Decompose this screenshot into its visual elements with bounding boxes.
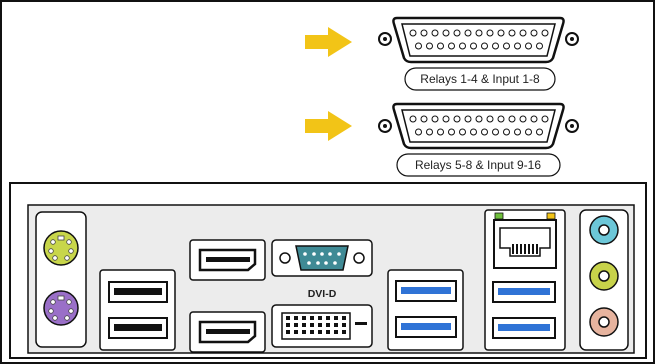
db25-connector-2: Relays 5-8 & Input 9-16 (305, 102, 579, 177)
pin (409, 29, 417, 37)
pin (409, 115, 417, 123)
pin (437, 128, 444, 136)
audio-jacks (579, 209, 629, 351)
arrow-icon (305, 27, 352, 57)
usb3-ports-left (387, 269, 464, 351)
pin (437, 42, 444, 50)
pin (318, 323, 322, 327)
connector-label-box (396, 153, 561, 177)
serial-port (271, 239, 373, 277)
usb2-ports (99, 269, 176, 351)
pin (442, 115, 450, 123)
pin (514, 128, 521, 136)
pin (503, 128, 510, 136)
pin (286, 330, 290, 334)
pin (492, 128, 499, 136)
pin (453, 29, 461, 37)
pin (302, 330, 306, 334)
pin (508, 115, 516, 123)
pin (420, 115, 428, 123)
pin (470, 128, 477, 136)
pin (442, 29, 450, 37)
connector-label-box (404, 67, 556, 91)
pin (286, 323, 290, 327)
pin (294, 330, 298, 334)
pin (486, 115, 494, 123)
pin (415, 128, 422, 136)
pin (530, 115, 538, 123)
pin (334, 323, 338, 327)
pin (318, 330, 322, 334)
pin (431, 29, 439, 37)
pin (294, 316, 298, 320)
pin (530, 29, 538, 37)
connector-label: Relays 1-4 & Input 1-8 (420, 72, 540, 86)
pin (302, 316, 306, 320)
pin (525, 128, 532, 136)
pin (464, 29, 472, 37)
pin (464, 115, 472, 123)
pin (492, 42, 499, 50)
pin (519, 29, 527, 37)
pin (459, 128, 466, 136)
db25-connector-1: Relays 1-4 & Input 1-8 (305, 16, 579, 91)
pin (481, 42, 488, 50)
pin (536, 42, 543, 50)
pin (536, 128, 543, 136)
pin (503, 42, 510, 50)
dvi-d-label: DVI-D (308, 288, 337, 300)
pin (294, 323, 298, 327)
pin (310, 323, 314, 327)
rear-io-panel: DVI-D (9, 182, 647, 359)
pin (541, 29, 549, 37)
connector-label: Relays 5-8 & Input 9-16 (415, 158, 541, 172)
pin (497, 29, 505, 37)
pin (481, 128, 488, 136)
pin (326, 330, 330, 334)
pin (514, 42, 521, 50)
pin (326, 323, 330, 327)
pin (475, 115, 483, 123)
pin (431, 115, 439, 123)
pin (334, 330, 338, 334)
ps2-ports (35, 211, 87, 348)
pin (525, 42, 532, 50)
pin (497, 115, 505, 123)
pin (342, 323, 346, 327)
pin (448, 42, 455, 50)
displayport-ports (189, 239, 266, 353)
pin (318, 316, 322, 320)
pin (470, 42, 477, 50)
pin (342, 316, 346, 320)
pin (519, 115, 527, 123)
dvi-d-port: DVI-D (271, 288, 373, 348)
pin (448, 128, 455, 136)
pin (310, 330, 314, 334)
pin (310, 316, 314, 320)
pin (342, 330, 346, 334)
arrow-icon (305, 111, 352, 141)
pin (475, 29, 483, 37)
pin (426, 42, 433, 50)
pin (326, 316, 330, 320)
pin (420, 29, 428, 37)
pin (415, 42, 422, 50)
pin (486, 29, 494, 37)
pin (426, 128, 433, 136)
pin (302, 323, 306, 327)
pin (453, 115, 461, 123)
lan-usb3-stack (484, 209, 566, 351)
pin (508, 29, 516, 37)
pin (334, 316, 338, 320)
pin (541, 115, 549, 123)
pin (459, 42, 466, 50)
pin (286, 316, 290, 320)
